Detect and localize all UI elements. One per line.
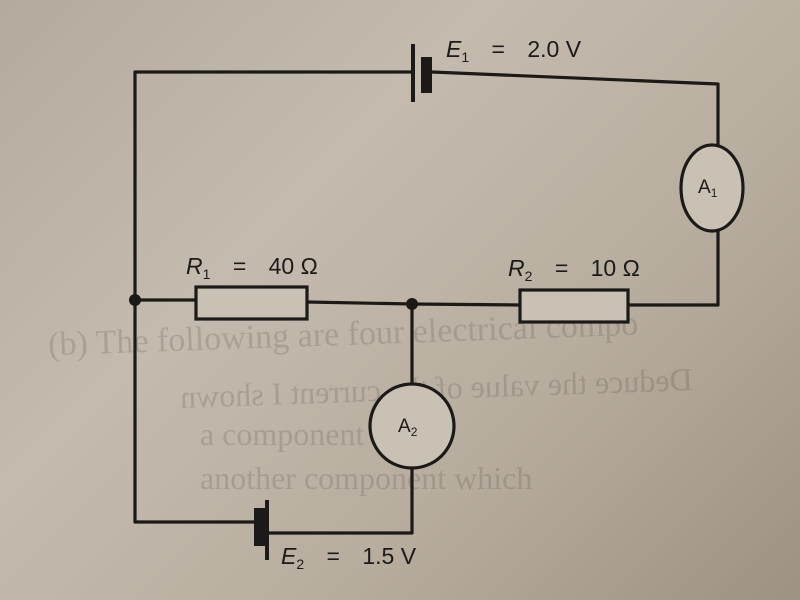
wire-top-right	[430, 70, 720, 148]
a1-label: A1	[698, 178, 717, 199]
ammeter-a2	[368, 382, 456, 470]
junction-left	[129, 294, 141, 306]
cell-e2-long-plate	[265, 500, 269, 560]
e2-subscript: 2	[296, 556, 305, 572]
cell-e2-short-plate	[254, 508, 265, 546]
r1-symbol: R	[186, 253, 203, 279]
a2-subscript: 2	[410, 425, 418, 439]
a2-symbol: A	[398, 416, 411, 437]
wire-top-left	[133, 70, 415, 302]
wire-right-lower	[626, 228, 720, 307]
r2-value: 10 Ω	[590, 255, 640, 281]
r1-equals: =	[232, 253, 247, 279]
r2-equals: =	[554, 255, 569, 281]
e1-subscript: 1	[461, 49, 470, 65]
wire-a2-to-e2	[265, 465, 414, 535]
e2-value: 1.5 V	[362, 543, 417, 569]
e2-symbol: E	[281, 543, 297, 569]
wire-left-bottom	[133, 298, 257, 524]
r2-label: R2 = 10 Ω	[508, 255, 640, 284]
background-text-line4: another component which	[200, 460, 533, 496]
ammeter-a1	[679, 143, 745, 233]
e1-label: E1 = 2.0 V	[446, 36, 582, 65]
r1-subscript: 1	[202, 266, 211, 282]
cell-e1-short-plate	[421, 57, 432, 93]
r1-label: R1 = 40 Ω	[186, 253, 318, 282]
e1-symbol: E	[446, 36, 462, 62]
e1-equals: =	[491, 36, 505, 62]
a2-label: A2	[398, 417, 417, 438]
resistor-r2	[518, 288, 630, 324]
resistor-r1	[194, 285, 309, 321]
r2-symbol: R	[508, 255, 525, 281]
e2-label: E2 = 1.5 V	[281, 543, 417, 572]
cell-e1-long-plate	[411, 44, 415, 102]
a1-subscript: 1	[710, 186, 718, 200]
r1-value: 40 Ω	[268, 253, 318, 279]
e2-equals: =	[326, 543, 340, 569]
e1-value: 2.0 V	[527, 36, 582, 62]
r2-subscript: 2	[524, 268, 533, 284]
junction-middle	[406, 298, 418, 310]
a1-symbol: A	[698, 177, 711, 198]
